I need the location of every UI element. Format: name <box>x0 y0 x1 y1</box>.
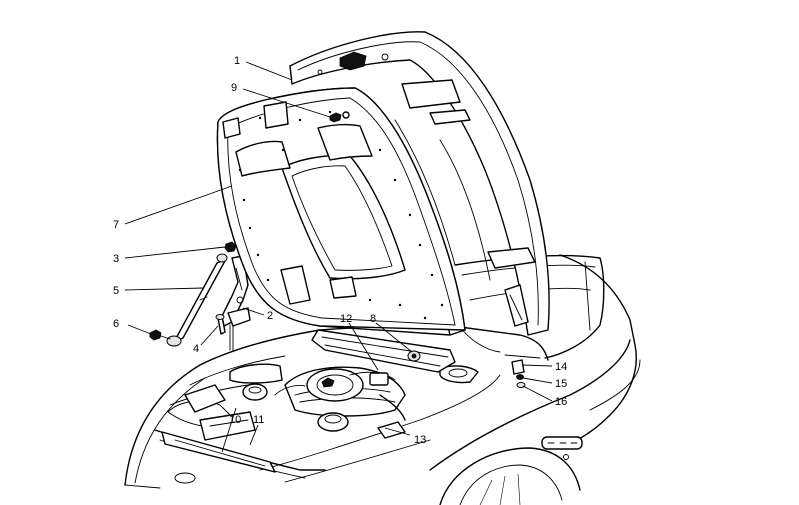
engine <box>161 363 479 473</box>
callout-6: 6 <box>113 318 119 330</box>
callout-14: 14 <box>555 361 567 373</box>
bonnet-inner-panel <box>216 87 466 336</box>
callout-10: 10 <box>229 414 241 426</box>
callout-3: 3 <box>113 253 119 265</box>
callout-2: 2 <box>267 310 273 322</box>
car-body <box>124 254 641 505</box>
callout-8: 8 <box>370 313 376 325</box>
hinge-strut-assembly <box>149 241 251 351</box>
callout-7: 7 <box>113 219 119 231</box>
right-fasteners <box>504 354 541 388</box>
callout-4: 4 <box>193 343 199 355</box>
callouts: 1 9 7 3 5 6 4 2 12 8 10 11 13 14 15 16 <box>113 55 567 446</box>
callout-9: 9 <box>231 82 237 94</box>
panel-rivets <box>238 110 444 320</box>
callout-16: 16 <box>555 396 567 408</box>
bonnet-outer-shell <box>289 31 550 336</box>
leader-lines <box>124 61 553 453</box>
callout-1: 1 <box>234 55 240 67</box>
bonnet-seal-strip <box>311 329 456 373</box>
callout-11: 11 <box>253 414 264 426</box>
callout-5: 5 <box>113 285 119 297</box>
callout-12: 12 <box>340 313 352 325</box>
callout-13: 13 <box>414 434 426 446</box>
callout-15: 15 <box>555 378 567 390</box>
